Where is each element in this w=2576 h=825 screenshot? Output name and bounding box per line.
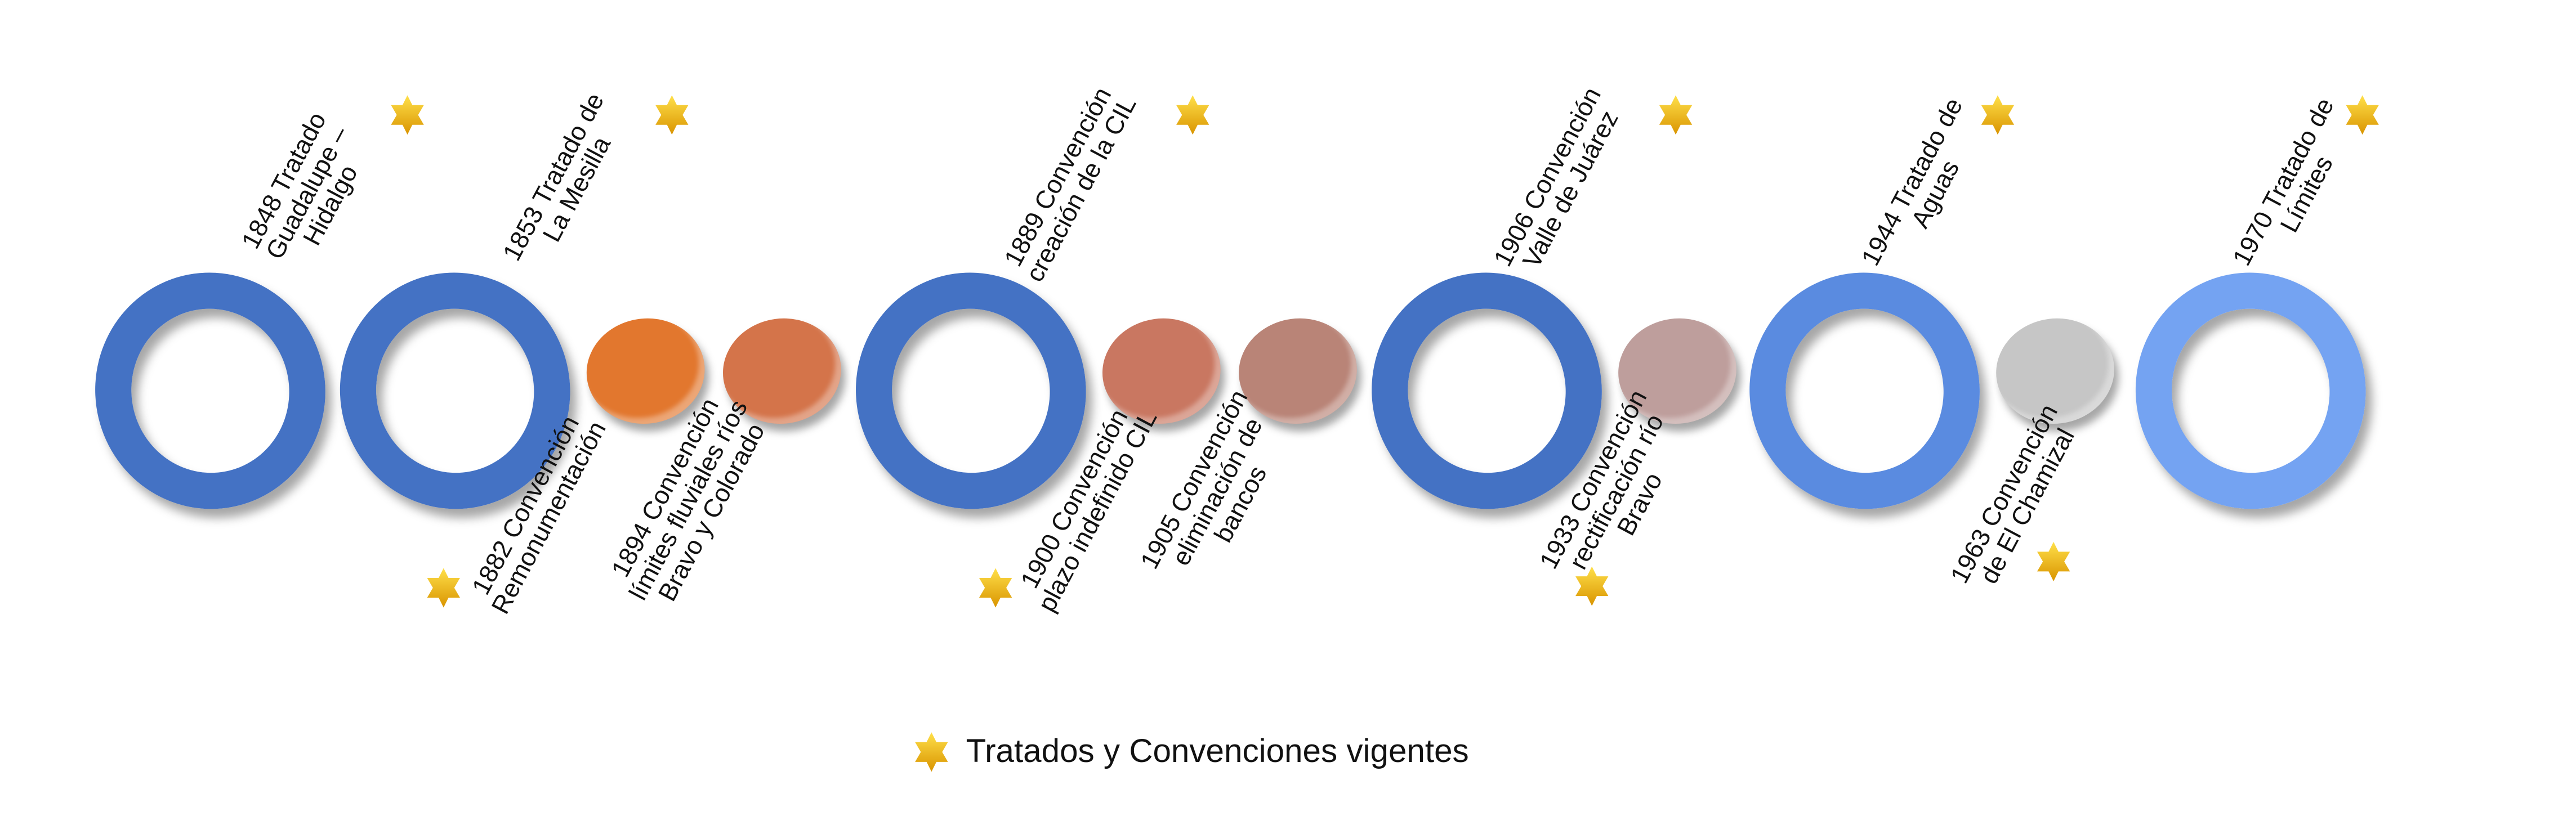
- star-icon-1933: [1574, 567, 1610, 606]
- star-icon-1853: [654, 95, 690, 134]
- star-icon-1848: [389, 95, 425, 134]
- ring-1889: [840, 257, 1101, 524]
- star-icon-1944: [1980, 95, 2016, 134]
- star-icon-1963: [2035, 542, 2071, 581]
- star-icon-1970: [2345, 95, 2381, 134]
- star-icon: [913, 732, 949, 772]
- legend-label: Tratados y Convenciones vigentes: [966, 733, 1469, 769]
- label-1906: 1906 Convención Valle de Juárez: [1489, 83, 1625, 273]
- label-1889: 1889 Convención creación de la CIL: [999, 83, 1143, 287]
- star-icon-1906: [1658, 95, 1694, 134]
- star-icon-1882: [426, 568, 462, 608]
- star-icon-1889: [1175, 95, 1211, 134]
- label-1853: 1853 Tratado de La Mesilla: [498, 89, 617, 266]
- legend: Tratados y Convenciones vigentes: [913, 732, 1469, 772]
- star-icon-1900: [977, 568, 1014, 608]
